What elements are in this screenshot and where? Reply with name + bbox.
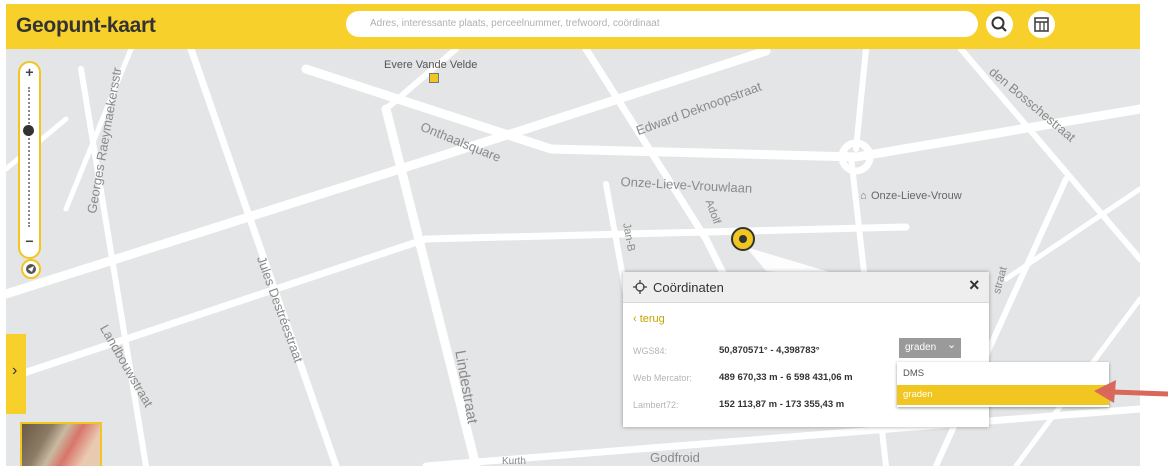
map-label-godfroid: Godfroid (650, 450, 700, 465)
chevron-right-icon: › (12, 362, 18, 379)
bus-stop-icon (429, 73, 439, 83)
zoom-out-button[interactable]: − (25, 233, 34, 249)
top-bar: Geopunt-kaart (6, 4, 1140, 49)
lambert72-label: Lambert72: (633, 400, 679, 410)
zoom-slider-track[interactable] (28, 87, 32, 227)
location-marker-icon[interactable] (731, 227, 755, 251)
app-logo[interactable]: Geopunt-kaart (16, 14, 156, 37)
map-label-kurth: Kurth (502, 456, 526, 466)
search-input[interactable] (346, 11, 978, 37)
basemap-thumbnail[interactable] (20, 422, 102, 466)
back-link[interactable]: ‹ terug (633, 313, 665, 325)
zoom-in-button[interactable]: + (25, 64, 34, 80)
coordinates-panel-header: Coördinaten × (623, 272, 989, 303)
lambert72-value: 152 113,87 m - 173 355,43 m (719, 399, 845, 410)
side-panel-toggle[interactable]: › (6, 334, 26, 414)
unit-select-value: graden (905, 342, 937, 353)
unit-option-graden[interactable]: graden (897, 385, 1109, 405)
search-icon (991, 16, 1007, 32)
chevron-down-icon: ⌄ (947, 339, 957, 351)
map-label-olv-poi: Onze-Lieve-Vrouw (871, 190, 962, 202)
crosshair-icon (633, 280, 647, 294)
wgs84-label: WGS84: (633, 346, 668, 356)
zoom-control: + − (18, 61, 41, 259)
unit-select[interactable]: graden ⌄ (899, 338, 961, 358)
search-button[interactable] (986, 11, 1013, 38)
unit-option-dms[interactable]: DMS (897, 364, 1109, 384)
locate-icon (26, 264, 36, 274)
close-icon[interactable]: × (969, 275, 980, 295)
wgs84-value: 50,870571° - 4,398783° (719, 345, 820, 356)
coordinates-panel-title: Coördinaten (653, 280, 724, 295)
annotation-arrow (1094, 380, 1169, 403)
map-canvas[interactable] (6, 49, 1140, 466)
unit-dropdown: DMS graden (897, 362, 1109, 407)
web-mercator-label: Web Mercator: (633, 373, 692, 383)
web-mercator-value: 489 670,33 m - 6 598 431,06 m (719, 372, 853, 383)
layers-button[interactable] (1028, 11, 1055, 38)
geopunt-app: Evere Vande Velde Onthaalsquare Edward D… (6, 4, 1140, 466)
layers-icon (1034, 17, 1049, 32)
church-icon: ⌂ (860, 190, 867, 202)
map-label-evere: Evere Vande Velde (384, 59, 478, 71)
zoom-slider-handle[interactable] (23, 125, 34, 136)
locate-button[interactable] (21, 259, 41, 279)
